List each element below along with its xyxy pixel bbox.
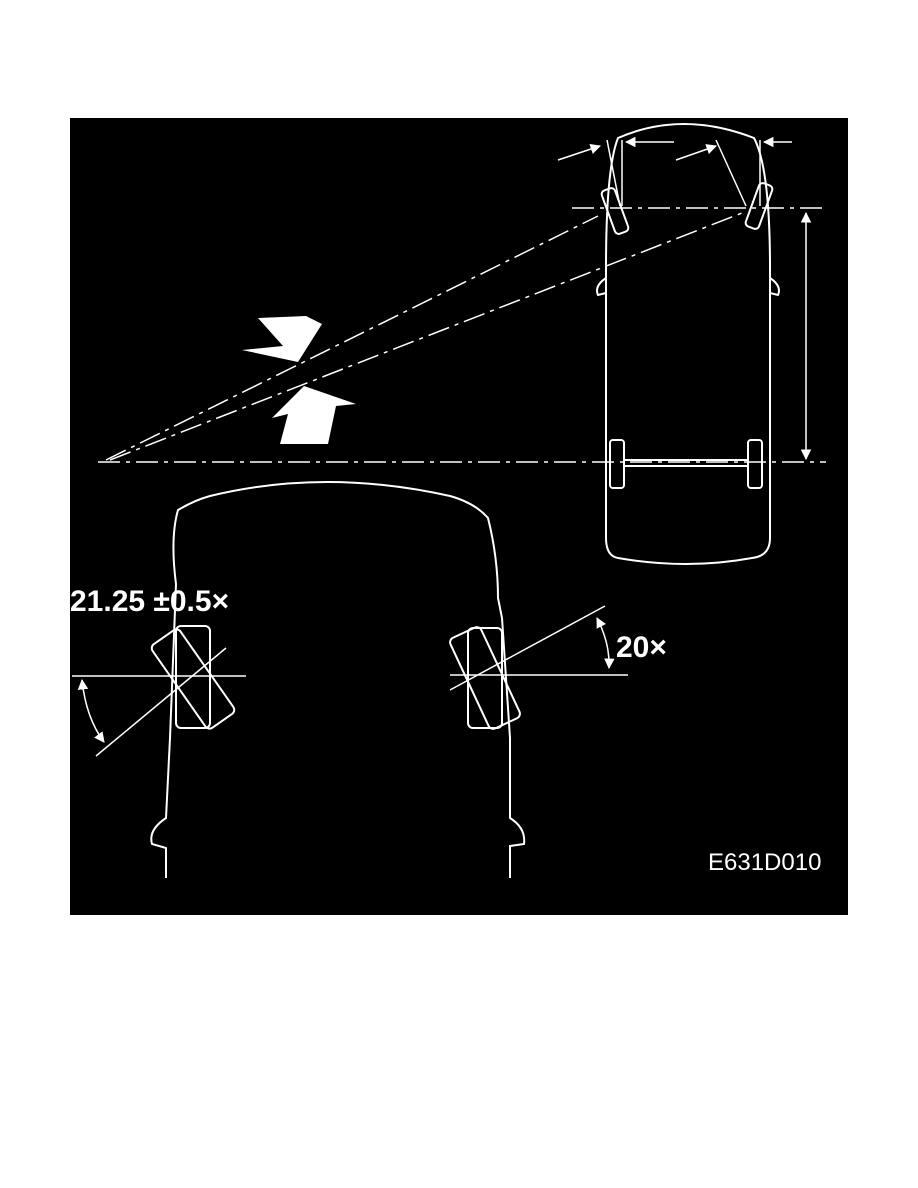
toe-measurement-marks xyxy=(557,136,792,207)
vehicle-body-outline xyxy=(605,123,771,565)
right-body-side xyxy=(501,617,526,878)
right-mirror xyxy=(769,277,780,297)
angle-reference-lines xyxy=(72,605,628,757)
figure-id-label: E631D010 xyxy=(708,849,821,876)
left-body-side xyxy=(150,583,177,878)
wheel-alignment-diagram: 21.25 ±0.5× 20× E631D010 xyxy=(70,118,848,915)
rear-right-wheel xyxy=(747,439,763,489)
center-lines xyxy=(98,207,826,463)
hood-outline xyxy=(172,481,503,619)
right-front-wheel-turned xyxy=(449,626,521,730)
vehicle-front-closeup xyxy=(150,481,526,878)
arrow-down-right-icon xyxy=(242,316,322,362)
right-angle-arc xyxy=(596,617,615,670)
diagram-canvas: 21.25 ±0.5× 20× E631D010 xyxy=(70,118,848,915)
right-front-wheel-straight xyxy=(467,627,503,729)
left-front-wheel-straight xyxy=(175,625,211,729)
right-wheel-angle-label: 20× xyxy=(616,631,667,664)
left-wheel-angle-label: 21.25 ±0.5× xyxy=(70,585,229,618)
arrow-up-right-icon xyxy=(272,386,356,444)
vehicle-top-view xyxy=(596,123,780,565)
turning-line-1 xyxy=(105,215,599,461)
left-angle-arc xyxy=(77,678,105,743)
rear-left-wheel xyxy=(609,439,625,489)
diagram-background xyxy=(70,118,848,915)
left-front-wheel-turned xyxy=(150,628,236,730)
left-mirror xyxy=(596,277,607,297)
